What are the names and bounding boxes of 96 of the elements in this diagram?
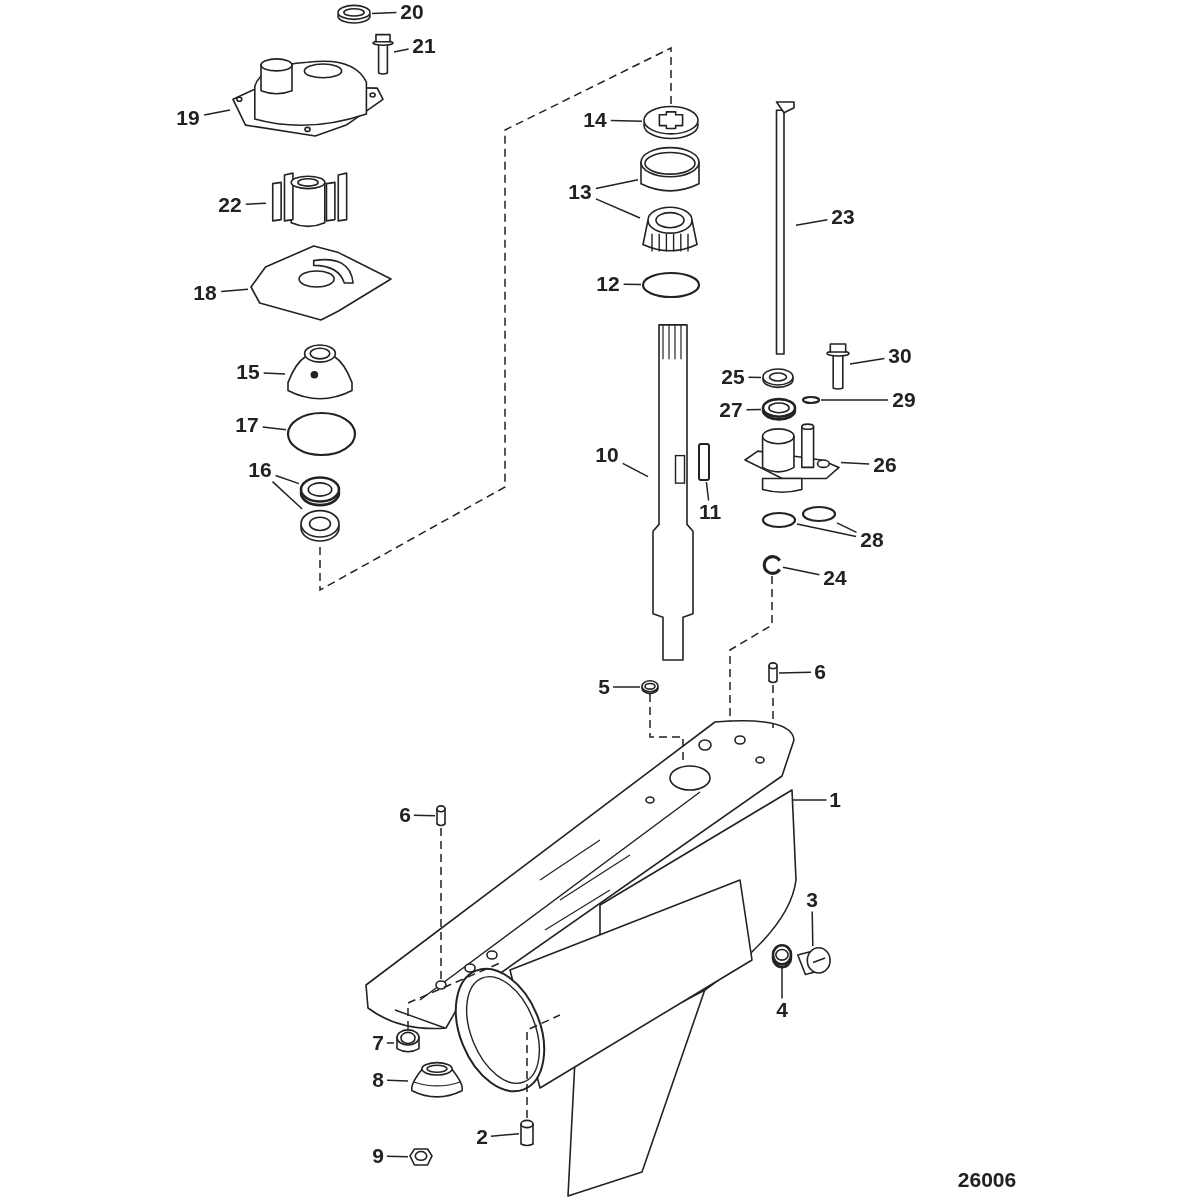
callout-number: 17 <box>232 414 262 436</box>
leader-line <box>621 462 649 478</box>
washer-drawing <box>640 680 660 694</box>
callout-number: 2 <box>473 1126 491 1148</box>
leader-line <box>203 109 231 116</box>
callout-number: 22 <box>215 194 245 216</box>
leader-line <box>610 119 643 122</box>
leader-line <box>796 523 857 538</box>
callout-number: 24 <box>820 567 850 589</box>
leader-line <box>782 566 821 576</box>
leader-line <box>747 376 762 379</box>
washer-drawing <box>299 509 341 542</box>
leader-line <box>795 219 829 227</box>
o-ring-drawing <box>641 271 701 299</box>
leader-line <box>705 481 710 502</box>
e-clip-drawing <box>761 554 783 576</box>
callout-number: 25 <box>718 366 748 388</box>
leader-line <box>811 910 814 947</box>
grommet-drawing <box>336 4 372 24</box>
leader-line <box>781 967 783 1000</box>
leader-line <box>262 372 286 375</box>
callout-number: 19 <box>173 107 203 129</box>
callout-number: 27 <box>716 399 746 421</box>
alignment-line <box>729 575 773 723</box>
bolt-drawing <box>372 32 394 76</box>
leader-line <box>849 357 886 365</box>
seal-drawing <box>299 476 341 506</box>
dowel-pin-drawing <box>767 661 779 685</box>
alignment-line <box>319 46 672 592</box>
callout-number: 4 <box>773 999 791 1021</box>
callout-number: 13 <box>565 181 595 203</box>
callout-number: 5 <box>595 676 613 698</box>
callout-number: 14 <box>580 109 610 131</box>
callout-number: 6 <box>396 804 414 826</box>
o-ring-drawing <box>801 395 821 405</box>
leader-line <box>490 1132 520 1137</box>
bolt-drawing <box>826 341 850 391</box>
leader-line <box>371 11 398 15</box>
seal-drawing <box>761 398 797 420</box>
callout-number: 18 <box>190 282 220 304</box>
leader-line <box>413 814 436 817</box>
leader-line <box>245 202 267 205</box>
callout-number: 12 <box>593 273 623 295</box>
o-ring-drawing <box>761 511 797 529</box>
washer-drawing <box>761 368 795 388</box>
callout-number: 30 <box>885 345 915 367</box>
leader-line <box>386 1079 409 1082</box>
plug-drawing <box>794 946 832 976</box>
alignment-line <box>526 1014 561 1119</box>
leader-line <box>836 522 858 534</box>
leader-line <box>220 288 249 293</box>
seal-drawing <box>771 944 793 968</box>
alignment-line <box>772 684 774 729</box>
callout-number: 28 <box>857 529 887 551</box>
callout-number: 20 <box>397 1 427 23</box>
callout-number: 21 <box>409 35 439 57</box>
callout-number: 11 <box>695 501 725 523</box>
leader-line <box>386 1042 395 1044</box>
leader-line <box>622 283 642 286</box>
callout-number: 7 <box>369 1032 387 1054</box>
alignment-line <box>407 962 501 1030</box>
leader-line <box>820 399 889 401</box>
callout-number: 3 <box>803 889 821 911</box>
alignment-line <box>649 693 684 761</box>
hex-nut-drawing <box>408 1146 434 1168</box>
o-ring-drawing <box>801 505 837 523</box>
callout-number: 15 <box>233 361 263 383</box>
leader-line <box>612 686 641 688</box>
callout-number: 10 <box>592 444 622 466</box>
leader-line <box>393 48 410 53</box>
leader-line <box>840 461 870 465</box>
leader-line <box>595 198 641 219</box>
dowel-pin-drawing <box>519 1118 535 1148</box>
alignment-line <box>440 827 442 981</box>
leader-line <box>274 474 300 485</box>
callout-number: 8 <box>369 1069 387 1091</box>
leader-line <box>261 426 287 431</box>
o-ring-drawing <box>286 411 357 457</box>
leader-line <box>745 408 762 411</box>
callout-number: 1 <box>826 789 844 811</box>
callout-number: 23 <box>828 206 858 228</box>
callout-number: 6 <box>811 661 829 683</box>
leader-line <box>271 480 303 510</box>
leader-line <box>386 1155 409 1158</box>
leader-line <box>595 179 639 190</box>
dowel-pin-drawing <box>435 804 447 828</box>
drawing-number: 26006 <box>956 1169 1018 1191</box>
callout-number: 29 <box>889 389 919 411</box>
leader-line <box>791 799 828 801</box>
face-plate-drawing <box>248 243 394 323</box>
callout-number: 16 <box>245 459 275 481</box>
callout-number: 9 <box>369 1145 387 1167</box>
callout-number: 26 <box>870 454 900 476</box>
key-drawing <box>696 442 712 482</box>
leader-line <box>778 671 812 674</box>
retainer-nut-drawing <box>642 104 700 140</box>
